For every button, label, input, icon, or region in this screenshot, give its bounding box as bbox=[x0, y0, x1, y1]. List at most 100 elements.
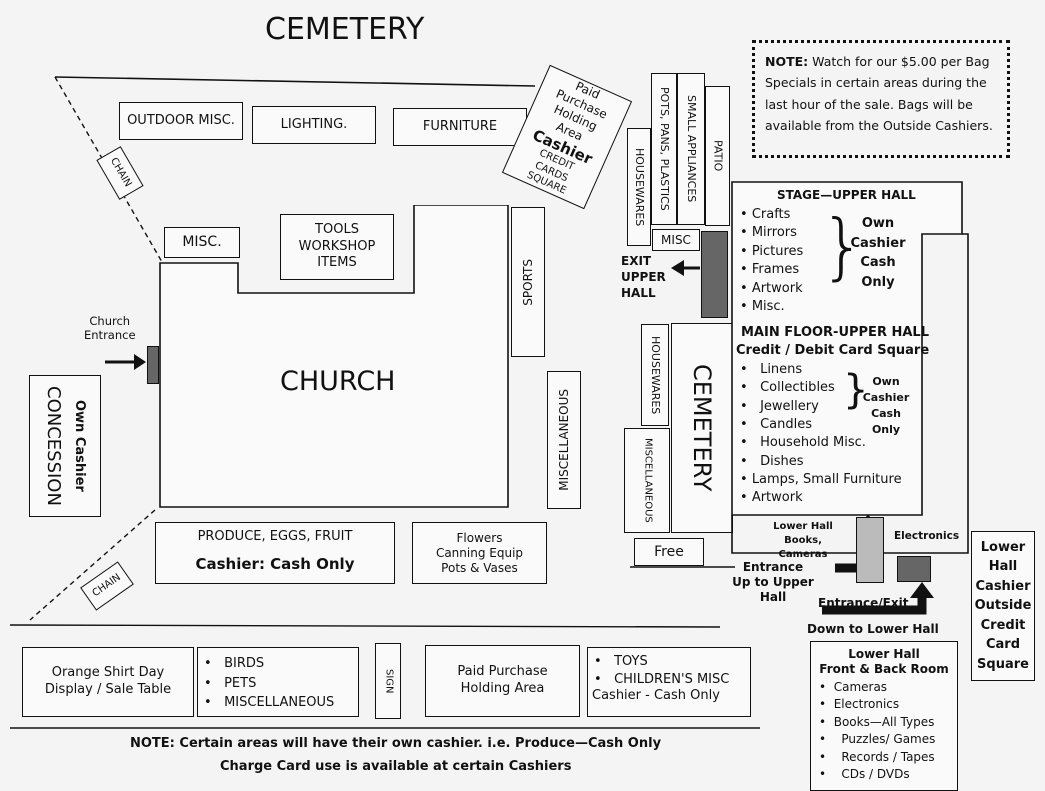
main-floor-item: • Linens bbox=[740, 362, 803, 377]
road-line-top bbox=[9, 624, 721, 628]
toys-item: • CHILDREN'S MISC bbox=[594, 671, 730, 687]
sign-area: SIGN bbox=[375, 643, 401, 719]
note-top-bold: NOTE: bbox=[765, 54, 809, 69]
toys-list: • TOYS • CHILDREN'S MISC bbox=[594, 653, 750, 688]
lower-hall-room[interactable]: Lower Hall Front & Back Room • Cameras •… bbox=[810, 641, 958, 791]
pots-pans-area[interactable]: POTS, PANS, PLASTICS bbox=[651, 73, 677, 225]
exit-arrow-head bbox=[671, 260, 684, 276]
lower-hall-item: • Puzzles/ Games bbox=[819, 732, 936, 747]
lower-hall-door[interactable] bbox=[897, 556, 931, 582]
top-boundary-line bbox=[54, 76, 536, 87]
concession-sub: Own Cashier bbox=[71, 400, 87, 492]
electronics-label[interactable]: Electronics bbox=[894, 530, 960, 542]
main-floor-title: MAIN FLOOR-UPPER HALL bbox=[741, 325, 929, 340]
lower-hall-room-list: • Cameras • Electronics • Books—All Type… bbox=[819, 679, 957, 783]
entrance-upper-label: Entrance Up to Upper Hall bbox=[732, 560, 814, 604]
produce-area[interactable]: PRODUCE, EGGS, FRUIT Cashier: Cash Only bbox=[155, 522, 395, 584]
main-floor-item: • Collectibles bbox=[740, 380, 835, 396]
furniture-area[interactable]: FURNITURE bbox=[393, 108, 527, 146]
flowers-area[interactable]: Flowers Canning Equip Pots & Vases bbox=[412, 522, 547, 584]
paid-holding-bottom-area[interactable]: Paid Purchase Holding Area bbox=[425, 645, 580, 717]
lower-hall-item: • Records / Tapes bbox=[819, 749, 935, 764]
church-entrance-arrow-head bbox=[134, 354, 146, 370]
small-appliances-label: SMALL APPLIANCES bbox=[684, 95, 698, 203]
main-floor-item: • Household Misc. bbox=[740, 435, 866, 451]
main-floor-item: • Artwork bbox=[740, 490, 803, 506]
birds-item: • PETS bbox=[204, 675, 257, 691]
toys-cashier: Cashier - Cash Only bbox=[592, 688, 720, 704]
upper-hall-outline bbox=[731, 181, 969, 554]
lower-hall-room-title: Lower Hall Front & Back Room bbox=[819, 647, 949, 676]
church-label: CHURCH bbox=[280, 366, 396, 397]
church-outline bbox=[159, 204, 509, 508]
note-top-box: NOTE: Watch for our $5.00 per Bag Specia… bbox=[752, 40, 1010, 158]
stage-title: STAGE—UPPER HALL bbox=[777, 188, 916, 202]
note-bottom-line2: Charge Card use is available at certain … bbox=[220, 759, 572, 774]
cemetery-right-label: CEMETERY bbox=[688, 364, 716, 492]
orange-shirt-area[interactable]: Orange Shirt Day Display / Sale Table bbox=[22, 647, 194, 717]
housewares-top-label: HOUSEWARES bbox=[632, 147, 646, 227]
main-floor-sub: Credit / Debit Card Square bbox=[736, 343, 930, 358]
lower-hall-item: • Cameras bbox=[819, 680, 888, 694]
stage-cashier: Own Cashier Cash Only bbox=[850, 216, 906, 290]
cemetery-top-label: CEMETERY bbox=[265, 12, 425, 47]
housewares-mid-area[interactable]: HOUSEWARES bbox=[641, 324, 669, 426]
birds-list: • BIRDS • PETS • MISCELLANEOUS bbox=[204, 654, 358, 713]
lower-hall-books[interactable]: Lower Hall Books, Cameras bbox=[773, 521, 833, 560]
birds-item: • MISCELLANEOUS bbox=[204, 695, 335, 710]
main-floor-item: • Lamps, Small Furniture bbox=[740, 471, 902, 487]
outdoor-misc-area[interactable]: OUTDOOR MISC. bbox=[119, 102, 243, 140]
patio-label: PATIO bbox=[711, 140, 725, 172]
lighting-area[interactable]: LIGHTING. bbox=[252, 106, 376, 144]
stage-item: • Misc. bbox=[740, 299, 785, 315]
stage-brace: } bbox=[820, 204, 866, 288]
main-floor-item: • Candles bbox=[740, 416, 812, 432]
sports-label: SPORTS bbox=[520, 258, 535, 306]
entrance-down-arrow-head bbox=[910, 582, 934, 598]
down-lower-label: Down to Lower Hall bbox=[807, 622, 939, 636]
main-floor-cashier: Own Cashier Cash Only bbox=[862, 375, 910, 436]
pots-pans-label: POTS, PANS, PLASTICS bbox=[657, 87, 671, 211]
sign-label: SIGN bbox=[383, 668, 395, 694]
concession-title: CONCESSION bbox=[43, 386, 65, 506]
chain-top-label: CHAIN bbox=[107, 156, 134, 190]
main-floor-brace: } bbox=[843, 367, 869, 413]
church-entrance-door[interactable] bbox=[147, 346, 159, 384]
lower-hall-item: • Books—All Types bbox=[819, 714, 935, 729]
entrance-ramp bbox=[856, 517, 884, 583]
miscellaneous-mid-area[interactable]: MISCELLANEOUS bbox=[624, 428, 670, 533]
stage-item: • Artwork bbox=[740, 280, 803, 296]
upper-hall-building bbox=[731, 181, 971, 561]
stage-item: • Pictures bbox=[740, 243, 804, 259]
patio-area[interactable]: PATIO bbox=[705, 86, 730, 226]
birds-area[interactable]: • BIRDS • PETS • MISCELLANEOUS bbox=[197, 647, 359, 717]
note-top-rest: Watch for our $5.00 per Bag Specials in … bbox=[765, 54, 993, 133]
note-bottom-line1: NOTE: Certain areas will have their own … bbox=[130, 736, 662, 751]
tools-area[interactable]: TOOLS WORKSHOP ITEMS bbox=[280, 214, 394, 280]
small-appliances-area[interactable]: SMALL APPLIANCES bbox=[677, 73, 705, 225]
housewares-top-area[interactable]: HOUSEWARES bbox=[627, 128, 651, 246]
miscellaneous-right-label: MISCELLANEOUS bbox=[556, 389, 571, 491]
stage-item: • Frames bbox=[740, 262, 800, 278]
lower-hall-cashier-area[interactable]: Lower Hall Cashier Outside Credit Card S… bbox=[971, 531, 1035, 681]
miscellaneous-mid-label: MISCELLANEOUS bbox=[642, 438, 654, 523]
exit-upper-hall-label: EXIT UPPER HALL bbox=[621, 254, 666, 301]
lower-hall-item: • Electronics bbox=[819, 697, 900, 712]
free-area[interactable]: Free bbox=[634, 538, 704, 566]
church-building bbox=[158, 204, 543, 510]
toys-area[interactable]: • TOYS • CHILDREN'S MISC Cashier - Cash … bbox=[587, 647, 751, 717]
cemetery-right-area: CEMETERY bbox=[671, 323, 733, 533]
entrance-down-arrow bbox=[822, 595, 927, 615]
stage-item: • Crafts bbox=[740, 207, 791, 222]
concession-area[interactable]: CONCESSION Own Cashier bbox=[29, 375, 101, 517]
miscellaneous-right-area[interactable]: MISCELLANEOUS bbox=[547, 371, 581, 509]
produce-title: PRODUCE, EGGS, FRUIT bbox=[197, 529, 353, 544]
stage-list: • Crafts • Mirrors • Pictures • Frames •… bbox=[740, 206, 803, 317]
misc-left-area[interactable]: MISC. bbox=[164, 227, 240, 258]
misc-small-area[interactable]: MISC bbox=[652, 229, 700, 251]
housewares-mid-label: HOUSEWARES bbox=[648, 335, 662, 415]
main-floor-item: • Jewellery bbox=[740, 398, 819, 414]
main-floor-item: • Dishes bbox=[740, 453, 804, 469]
exit-upper-hall-door[interactable] bbox=[701, 231, 728, 318]
sports-area[interactable]: SPORTS bbox=[511, 207, 545, 357]
